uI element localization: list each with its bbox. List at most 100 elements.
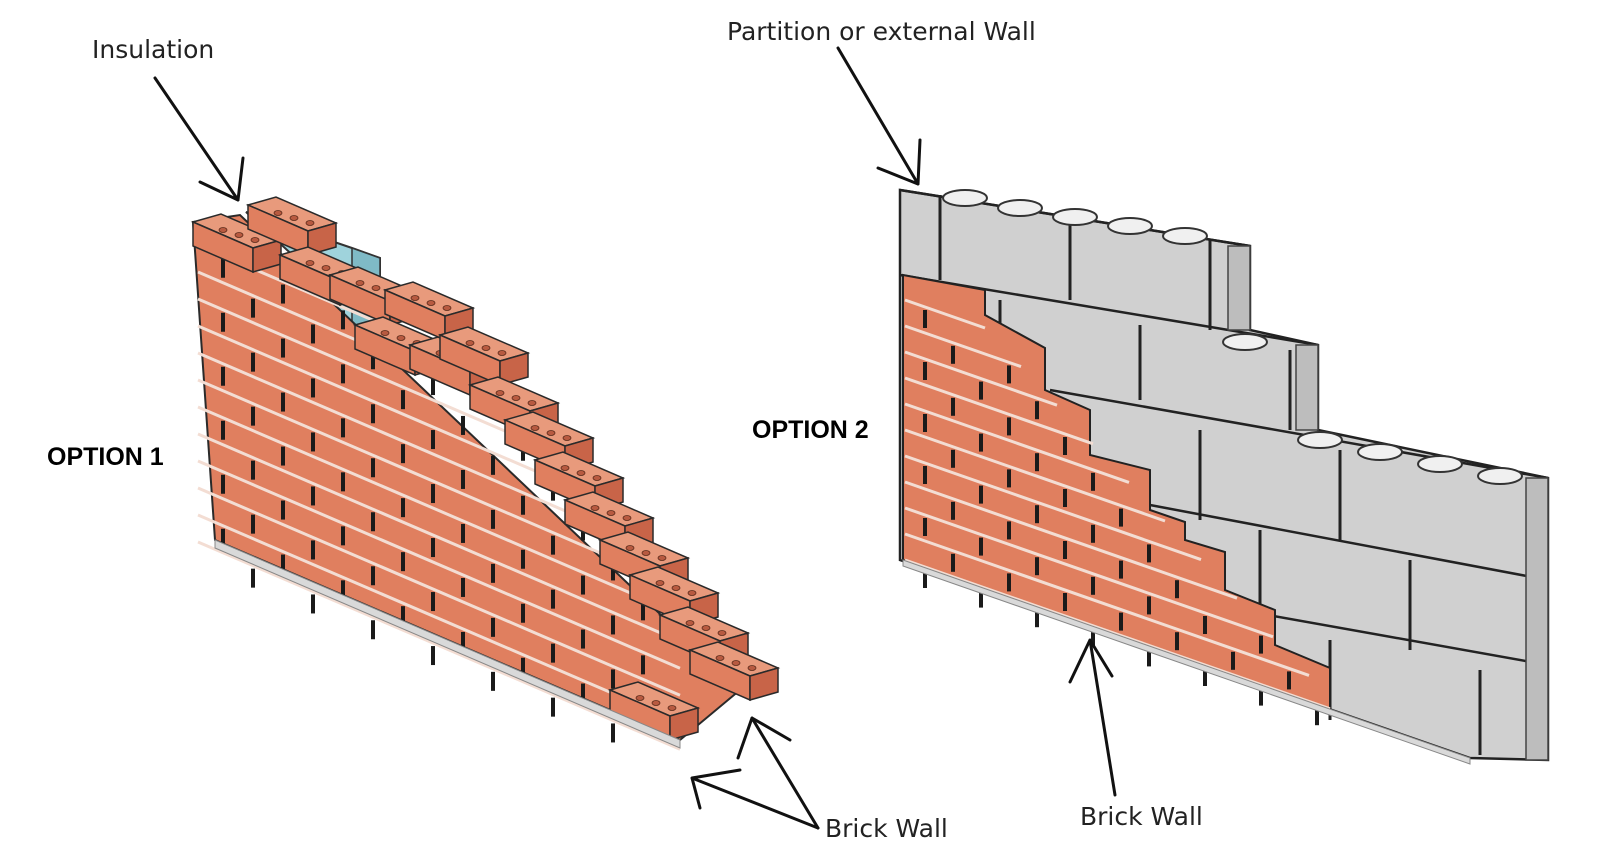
block-core-opening (1162, 227, 1208, 245)
block-core-opening (942, 189, 988, 207)
mortar-line (904, 402, 1130, 484)
block-bed-joint (1239, 608, 1549, 667)
brick-frog-hole (747, 665, 757, 671)
brick-wall-arrow-option-2 (1068, 638, 1117, 797)
brick-frog-hole (657, 555, 667, 561)
brick-frog-hole (731, 660, 741, 666)
brick-wall-arrow-upper (736, 716, 820, 830)
brick-frog-hole (576, 470, 586, 476)
brick-frog-hole (687, 590, 697, 596)
block-core-opening (1107, 217, 1153, 235)
brick-frog-hole (511, 395, 521, 401)
brick-side-face (749, 667, 779, 701)
brick-skin-front-face (902, 273, 1331, 712)
brick-frog-hole (371, 285, 381, 291)
brick-frog-hole (289, 215, 299, 221)
mortar-line (904, 350, 1058, 407)
mortar-line (197, 405, 681, 616)
mortar-line (197, 513, 681, 724)
partition-label: Partition or external Wall (727, 17, 1036, 46)
brick-frog-hole (250, 237, 260, 243)
brick-frog-hole (655, 580, 665, 586)
insulation-label: Insulation (92, 35, 214, 64)
concrete-block-cores (942, 189, 1523, 485)
block-bed-joint (1149, 503, 1549, 582)
brick-frog-hole (465, 340, 475, 346)
brick-side-face (499, 352, 529, 386)
brick-frog-hole (546, 430, 556, 436)
brick-frog-hole (410, 295, 420, 301)
block-end-face (1525, 477, 1549, 761)
option-1-brick-wall-illustration (190, 196, 781, 751)
block-core-opening (1357, 443, 1403, 461)
brick-frog-hole (396, 335, 406, 341)
brick-wall-label-option-2: Brick Wall (1080, 802, 1203, 831)
mortar-line (904, 480, 1238, 600)
brick-frog-hole (635, 695, 645, 701)
mortar-line (904, 298, 986, 330)
brick-frog-hole (497, 350, 507, 356)
brick-frog-hole (560, 465, 570, 471)
brick-frog-hole (641, 550, 651, 556)
brick-frog-hole (305, 260, 315, 266)
brick-frog-hole (590, 505, 600, 511)
brick-frog-hole (442, 305, 452, 311)
mortar-line (197, 540, 681, 751)
brick-frog-hole (717, 630, 727, 636)
brick-frog-hole (273, 210, 283, 216)
insulation-arrow (153, 76, 245, 202)
block-end-face (1295, 344, 1319, 431)
mortar-line (197, 351, 622, 537)
brick-frog-hole (495, 390, 505, 396)
brick-frog-hole (667, 705, 677, 711)
option-2-title: OPTION 2 (752, 416, 869, 444)
brick-frog-hole (606, 510, 616, 516)
brick-frog-hole (701, 625, 711, 631)
option-1-title: OPTION 1 (47, 443, 164, 471)
brick-frog-hole (305, 220, 315, 226)
mortar-line (904, 532, 1310, 677)
mortar-line (197, 297, 535, 446)
block-core-opening (1297, 431, 1343, 449)
mortar-line (904, 454, 1202, 562)
brick-frog-hole (592, 475, 602, 481)
mortar-line (197, 486, 681, 697)
mortar-line (904, 428, 1166, 523)
brick-frog-hole (622, 515, 632, 521)
wall-base (902, 559, 1471, 765)
brick-frog-hole (380, 330, 390, 336)
block-bed-joint (1049, 388, 1549, 480)
mortar-line (904, 506, 1274, 639)
block-end-face (1227, 245, 1251, 331)
brick-side-face (669, 707, 699, 741)
brick-frog-hole (562, 435, 572, 441)
mortar-line (197, 378, 665, 582)
brick-frog-hole (355, 280, 365, 286)
brick-frog-hole (671, 585, 681, 591)
brick-frog-hole (527, 400, 537, 406)
mortar-line (904, 376, 1094, 446)
brick-wall-front-face (191, 213, 742, 742)
block-core-opening (997, 199, 1043, 217)
stepped-top-bricks (190, 196, 781, 742)
brick-frog-hole (481, 345, 491, 351)
mortar-line (904, 324, 1022, 369)
brick-frog-hole (651, 700, 661, 706)
brick-frog-hole (426, 300, 436, 306)
brick-frog-hole (321, 265, 331, 271)
option-2-block-wall-illustration (898, 188, 1550, 765)
brick-frog-hole (715, 655, 725, 661)
mortar-line (197, 432, 681, 643)
block-core-opening (1417, 455, 1463, 473)
partition-arrow (836, 46, 922, 186)
block-core-opening (1222, 333, 1268, 351)
brick-wall-label-option-1: Brick Wall (825, 814, 948, 843)
brick-frog-hole (625, 545, 635, 551)
mortar-line (197, 324, 579, 491)
brick-frog-hole (218, 227, 228, 233)
block-core-opening (1052, 208, 1098, 226)
wall-base (214, 539, 681, 749)
brick-frog-hole (530, 425, 540, 431)
brick-wall-arrow-lower (690, 768, 820, 830)
